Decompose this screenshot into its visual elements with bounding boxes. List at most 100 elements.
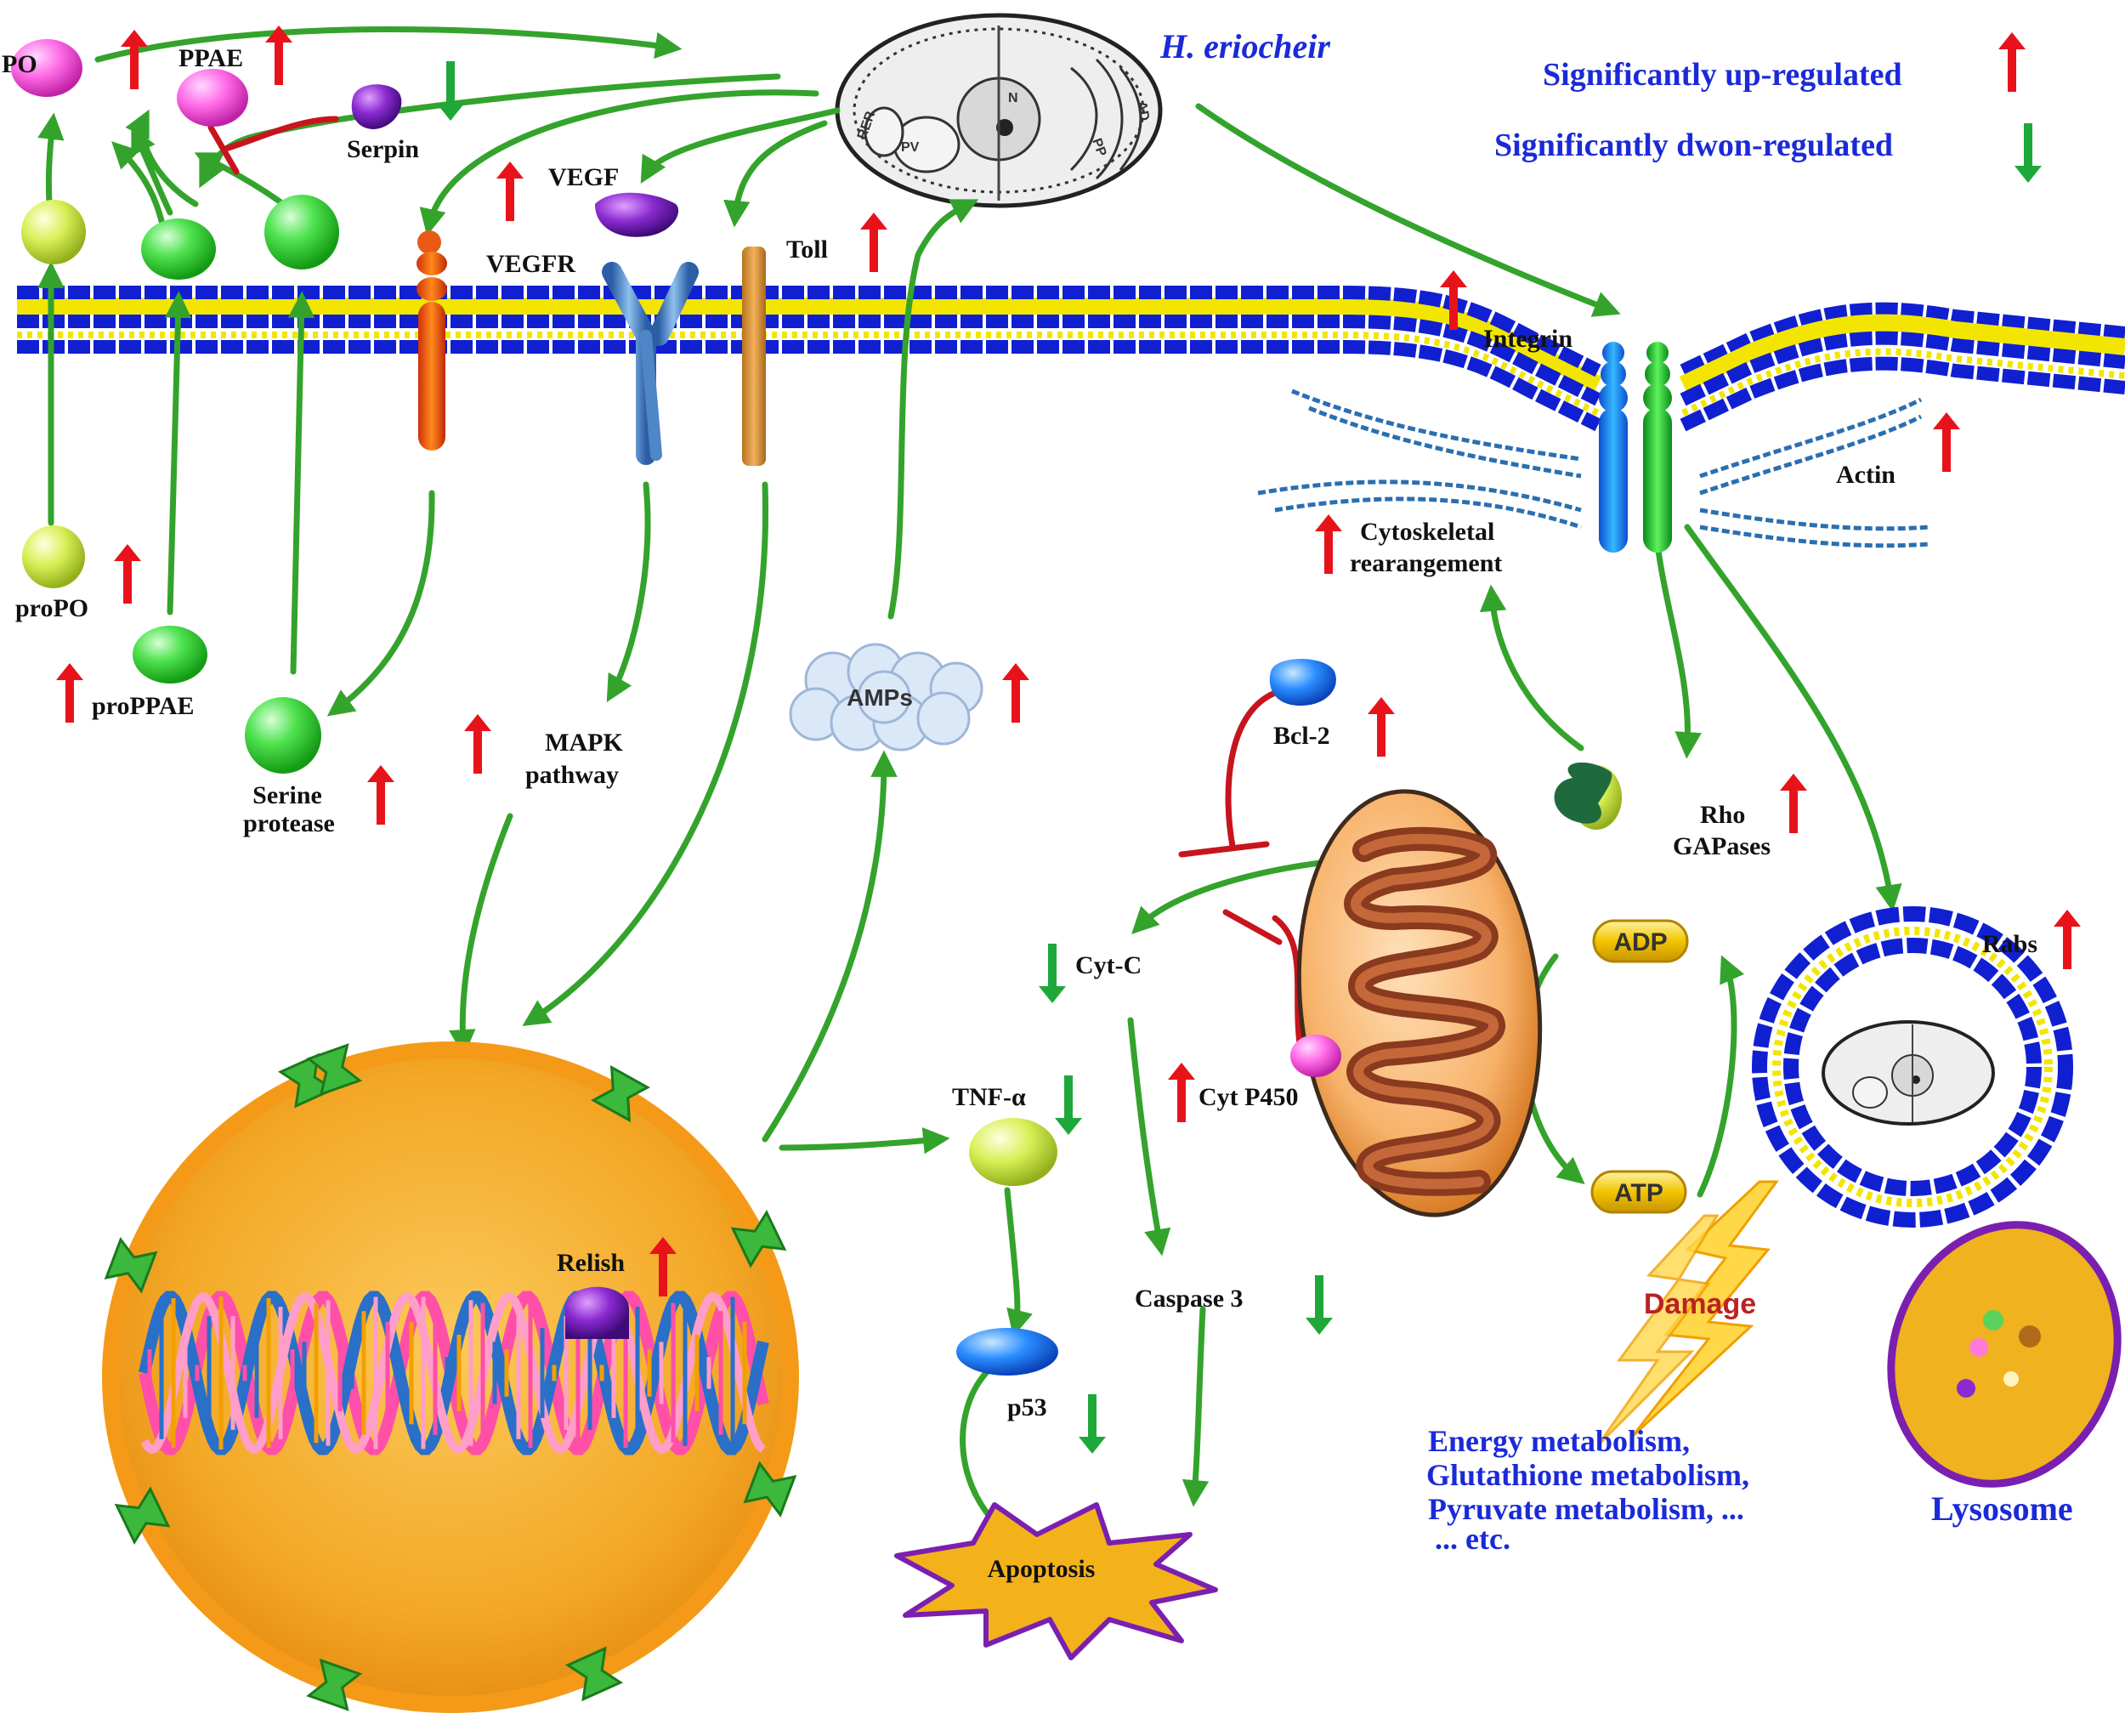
adp-pill: ADP — [1592, 919, 1689, 963]
actin-label: Actin — [1836, 461, 1896, 489]
toll-up-arrow — [860, 213, 887, 272]
nuclear-pore — [591, 1065, 650, 1123]
propo-active — [21, 200, 86, 264]
mapk-label-2: pathway — [525, 761, 619, 789]
tnf-alpha-label: TNF-α — [952, 1083, 1026, 1111]
p53-down-arrow — [1079, 1394, 1106, 1454]
cyt-p450-label: Cyt P450 — [1198, 1083, 1298, 1111]
caspase3-label: Caspase 3 — [1135, 1285, 1244, 1313]
vesicle — [1752, 906, 2073, 1228]
integrin-label: Integrin — [1483, 325, 1572, 353]
rho-up-arrow — [1780, 774, 1807, 833]
ppae-label: PPAE — [178, 44, 243, 72]
lysosome — [1887, 1221, 2122, 1488]
vegf-ligand — [595, 192, 679, 237]
lysosome-label: Lysosome — [1931, 1489, 2073, 1528]
tnf-alpha-down-arrow — [1055, 1075, 1082, 1135]
amps-cluster — [789, 643, 983, 752]
legend-up-up-arrow — [1998, 32, 2026, 92]
vegf-label: VEGF — [548, 163, 619, 191]
rho-label-1: Rho — [1700, 801, 1745, 829]
vegfr-label: VEGFR — [486, 250, 575, 278]
activation-arrows — [37, 26, 1902, 1542]
proppae-protein — [133, 626, 207, 684]
apoptosis-burst: Apoptosis — [894, 1502, 1218, 1660]
cytc-label: Cyt-C — [1075, 951, 1142, 979]
serine-label-1: Serine — [252, 781, 322, 809]
mapk-label-1: MAPK — [545, 729, 623, 757]
caspase3-down-arrow — [1306, 1275, 1333, 1335]
legend-down-label: Significantly dwon-regulated — [1494, 128, 1893, 163]
amps-up-arrow — [1002, 663, 1029, 723]
plasma-membrane — [17, 286, 2125, 432]
cytoskeletal-label-1: Cytoskeletal — [1360, 518, 1494, 546]
actin-filaments — [1257, 389, 1930, 548]
pv-label: PV — [901, 140, 920, 155]
actin-up-arrow — [1933, 412, 1960, 472]
damage-lightning — [1596, 1180, 1779, 1447]
amps-label: AMPs — [847, 684, 913, 711]
serine-up-arrow — [367, 765, 394, 825]
nuclear-pore — [104, 1236, 158, 1294]
ppae-up-arrow — [265, 26, 292, 85]
rho-label-2: GAPases — [1673, 832, 1771, 860]
mapk-up-arrow — [464, 714, 491, 774]
proppae-up-arrow — [56, 663, 83, 723]
cyt-p450-up-arrow — [1168, 1063, 1195, 1122]
rho-gapases-protein — [1554, 762, 1622, 830]
cytoskeletal-label-2: rearangement — [1350, 549, 1502, 577]
serine-active — [264, 195, 339, 269]
rabs-up-arrow — [2054, 910, 2081, 969]
metabolism-line-1: Energy metabolism, — [1428, 1424, 1690, 1458]
vegfr-receptor — [602, 262, 699, 465]
legend: Significantly up-regulated Significantly… — [1494, 57, 1902, 163]
nucleus — [102, 1041, 799, 1713]
ppae-active — [141, 218, 216, 280]
propo-protein — [22, 525, 85, 588]
nuclear-pore — [743, 1461, 797, 1518]
relish-protein — [565, 1286, 629, 1339]
cyt-p450-protein — [1290, 1035, 1341, 1077]
toll-label: Toll — [786, 235, 828, 264]
metabolism-line-3: Pyruvate metabolism, ... — [1428, 1492, 1744, 1526]
p53-label: p53 — [1007, 1393, 1047, 1421]
bcl2-up-arrow — [1368, 697, 1395, 757]
metabolism-line-4: ... etc. — [1435, 1522, 1510, 1556]
po-protein — [11, 39, 82, 97]
inhibition-lines — [207, 116, 1304, 1053]
pathogen-cell: PV RER N AD PP — [835, 13, 1163, 208]
nuclear-pore — [306, 1658, 363, 1711]
tnf-alpha-protein — [969, 1118, 1057, 1186]
integrin-receptor — [1599, 342, 1672, 553]
pp-label: PP — [1089, 137, 1108, 159]
integrin-up-arrow — [1440, 270, 1467, 330]
nuclear-pore — [564, 1646, 624, 1702]
pathogen-label: H. eriocheir — [1159, 27, 1330, 65]
ad-label: AD — [1134, 100, 1152, 122]
adp-label: ADP — [1613, 928, 1667, 956]
vegf-up-arrow — [496, 162, 524, 221]
labels: PO PPAE Serpin VEGF VEGFR Toll Integrin … — [2, 44, 2073, 1556]
serpin-protein — [351, 84, 402, 129]
po-up-arrow — [121, 30, 148, 89]
atp-label: ATP — [1614, 1179, 1663, 1207]
bcl2-protein — [1269, 659, 1336, 706]
mitochondrion — [1296, 789, 1543, 1217]
bcl2-label: Bcl-2 — [1273, 722, 1330, 750]
atp-pill: ATP — [1590, 1170, 1687, 1214]
rabs-label: Rabs — [1982, 930, 2037, 958]
serpin-label: Serpin — [347, 135, 419, 163]
metabolism-line-2: Glutathione metabolism, — [1426, 1458, 1749, 1492]
regulation-arrows — [56, 26, 2081, 1454]
apoptosis-label: Apoptosis — [988, 1555, 1096, 1583]
cytc-down-arrow — [1039, 944, 1066, 1003]
damage-label: Damage — [1644, 1288, 1756, 1320]
n-label: N — [1008, 91, 1018, 105]
legend-down-down-arrow — [2014, 123, 2042, 183]
nuclear-pore — [306, 1043, 363, 1097]
po-label: PO — [2, 50, 37, 78]
serine-protease-protein — [245, 697, 321, 774]
p53-protein — [956, 1328, 1058, 1376]
serine-label-2: protease — [243, 809, 335, 837]
